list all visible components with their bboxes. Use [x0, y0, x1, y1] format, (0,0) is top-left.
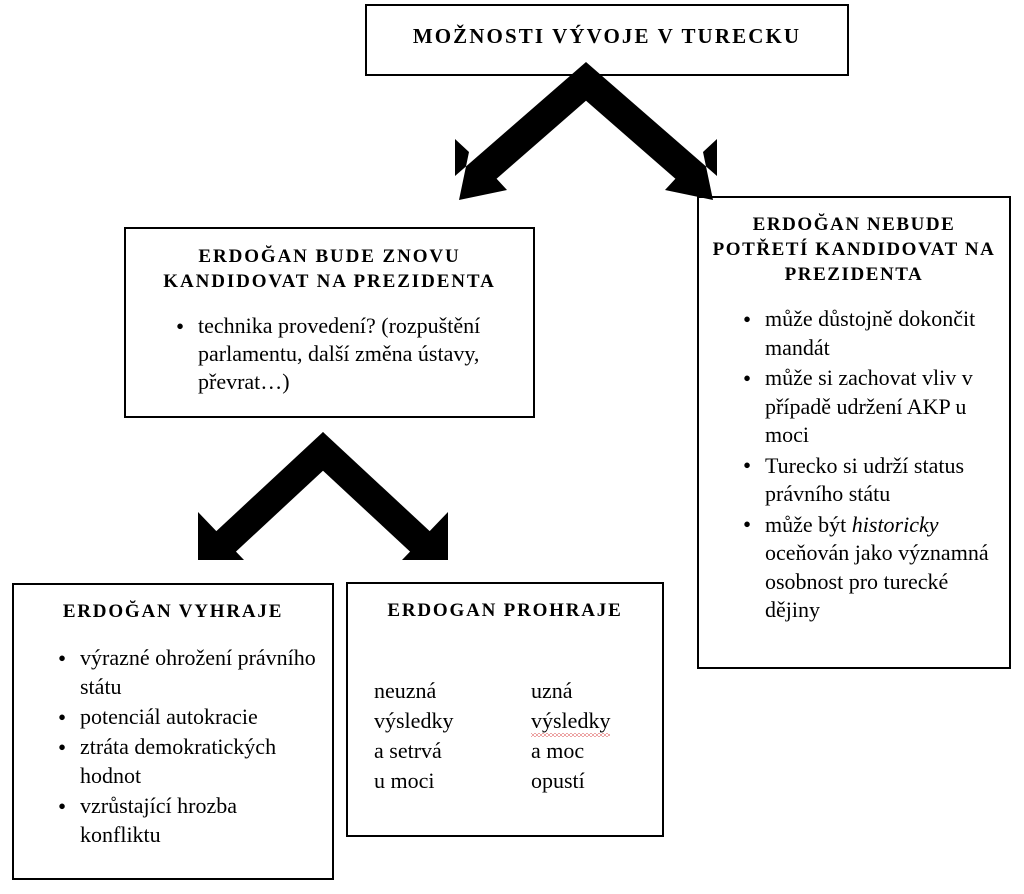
box-erdogan-loses: ERDOGAN PROHRAJE neuzná výsledky a setrv… [346, 582, 664, 837]
list-item: Turecko si udrží status právního státu [739, 450, 997, 509]
title-box-heading: MOŽNOSTI VÝVOJE V TURECKU [412, 24, 802, 48]
list-item: může si zachovat vliv v případě udržení … [739, 363, 997, 450]
bullet-text-after: oceňován jako významná osobnost pro ture… [765, 540, 989, 623]
loses-left-line-2: výsledky [374, 708, 454, 734]
spell-error-word: výsledky [531, 706, 611, 738]
arrow-split-top [455, 62, 717, 200]
box-erdogan-runs-again: ERDOĞAN BUDE ZNOVU KANDIDOVAT NA PREZIDE… [124, 227, 535, 418]
box-erdogan-loses-columns: neuzná výsledky a setrvá u moci uzná výs… [374, 676, 646, 797]
box-erdogan-wins-heading: ERDOĞAN VYHRAJE [62, 601, 284, 622]
list-item: ztráta demokratických hodnot [54, 732, 322, 790]
loses-left-line-3: a setrvá [374, 738, 442, 764]
loses-left-line-4: u moci [374, 768, 435, 794]
box-erdogan-not-running-bullets: může důstojně dokončit mandát může si za… [711, 304, 997, 625]
box-erdogan-runs-again-heading: ERDOĞAN BUDE ZNOVU KANDIDOVAT NA PREZIDE… [163, 246, 496, 293]
list-item: výrazné ohrožení právního státu [54, 643, 322, 701]
box-erdogan-loses-heading: ERDOGAN PROHRAJE [387, 600, 623, 621]
arrow-split-middle [198, 432, 448, 560]
loses-right-line-3: a moc [531, 738, 585, 764]
loses-left-column: neuzná výsledky a setrvá u moci [374, 676, 489, 797]
box-erdogan-not-running-heading: ERDOĞAN NEBUDE POTŘETÍ KANDIDOVAT NA PRE… [712, 214, 996, 286]
loses-right-column: uzná výsledky a moc opustí [531, 676, 646, 797]
loses-right-line-4: opustí [531, 768, 585, 794]
list-item: technika provedení? (rozpuštění parlamen… [172, 311, 519, 396]
bullet-text-before: může být [765, 511, 852, 537]
loses-right-line-2: výsledky [531, 706, 646, 738]
title-box: MOŽNOSTI VÝVOJE V TURECKU [365, 4, 849, 76]
box-erdogan-wins: ERDOĞAN VYHRAJE výrazné ohrožení právníh… [12, 583, 334, 880]
bullet-text-italic: historicky [851, 511, 939, 537]
box-erdogan-wins-bullets: výrazné ohrožení právního státu potenciá… [24, 643, 322, 849]
list-item: vzrůstající hrozba konfliktu [54, 791, 322, 849]
list-item: potenciál autokracie [54, 702, 322, 732]
loses-left-line-1: neuzná [374, 678, 437, 703]
list-item-italic: může být historicky oceňován jako význam… [739, 509, 997, 625]
loses-right-line-1: uzná [531, 678, 573, 703]
box-erdogan-runs-again-bullets: technika provedení? (rozpuštění parlamen… [140, 311, 519, 396]
box-erdogan-not-running: ERDOĞAN NEBUDE POTŘETÍ KANDIDOVAT NA PRE… [697, 196, 1011, 669]
list-item: může důstojně dokončit mandát [739, 304, 997, 362]
